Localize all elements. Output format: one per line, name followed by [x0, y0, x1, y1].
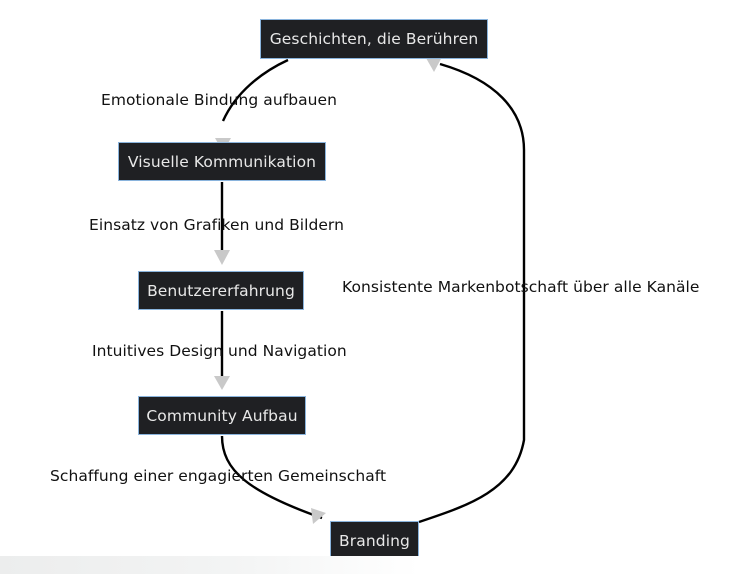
node-label: Visuelle Kommunikation	[127, 152, 317, 171]
arrow-head-icon	[214, 250, 230, 265]
node-label: Benutzererfahrung	[147, 281, 295, 300]
edge-path	[220, 435, 323, 520]
edge-label-konsistente-markenbotschaft: Konsistente Markenbotschaft über alle Ka…	[342, 278, 700, 296]
edge-label-intuitives-design: Intuitives Design und Navigation	[92, 342, 347, 360]
edge-label-schaffung-gemeinschaft: Schaffung einer engagierten Gemeinschaft	[50, 467, 387, 485]
edge-path	[418, 62, 526, 524]
node-branding[interactable]: Branding	[330, 521, 419, 560]
node-label: Community Aufbau	[146, 406, 298, 425]
node-label: Geschichten, die Berühren	[269, 30, 479, 48]
edge-label-einsatz-von-grafiken: Einsatz von Grafiken und Bildern	[89, 216, 344, 234]
edge-label-emotionale-bindung: Emotionale Bindung aufbauen	[101, 91, 337, 109]
edge-branding-geschichten	[418, 57, 526, 524]
edge-community-branding	[220, 435, 326, 524]
node-label: Branding	[339, 531, 410, 550]
arrow-head-icon	[426, 57, 442, 72]
node-community-aufbau[interactable]: Community Aufbau	[138, 396, 306, 435]
node-benutzererfahrung[interactable]: Benutzererfahrung	[138, 271, 304, 310]
edge-benutzer-community	[214, 311, 230, 390]
arrow-head-icon	[214, 376, 230, 390]
edge-visuelle-benutzer	[214, 182, 230, 265]
edge-path	[221, 58, 289, 122]
node-visuelle-kommunikation[interactable]: Visuelle Kommunikation	[118, 142, 326, 181]
arrow-head-icon	[311, 508, 326, 524]
node-geschichten-die-beruehren[interactable]: Geschichten, die Berühren	[260, 19, 488, 59]
